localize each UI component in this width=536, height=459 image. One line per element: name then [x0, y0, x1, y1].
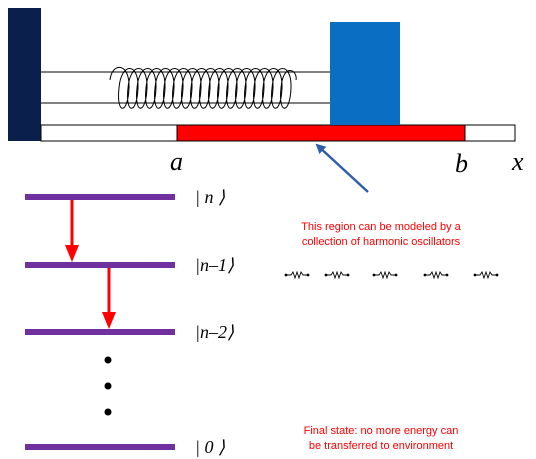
label-x: x: [511, 147, 524, 176]
label-a: a: [170, 147, 183, 176]
ellipsis-dot: [104, 408, 112, 416]
transition-arrow-2: [102, 268, 116, 329]
level-bar-n-minus-1: [25, 262, 175, 268]
oscillator-spring-icon: [473, 270, 499, 280]
oscillator-spring-icon: [324, 270, 350, 280]
oscillator-spring-icon: [423, 270, 449, 280]
level-label-n: | n ⟩: [195, 187, 225, 207]
mass-block: [330, 22, 400, 125]
oscillator-spring-icon: [372, 270, 398, 280]
level-label-n-minus-1: |n–1⟩: [195, 255, 234, 275]
pointer-arrow: [315, 143, 369, 193]
transition-arrow-1: [65, 200, 79, 262]
oscillator-annotation: This region can be modeled by a collecti…: [270, 220, 492, 250]
region-ab: [176, 124, 466, 142]
label-b: b: [455, 149, 468, 178]
level-bar-n-minus-2: [25, 329, 175, 335]
oscillator-spring-icon: [284, 270, 310, 280]
wall: [8, 8, 41, 141]
level-bar-n: [25, 194, 175, 200]
oscillator-annotation-line2: collection of harmonic oscillators: [301, 236, 461, 248]
oscillator-annotation-line1: This region can be modeled by a: [301, 221, 461, 233]
ellipsis-dot: [104, 382, 112, 390]
level-bar-0: [25, 444, 175, 450]
final-state-annotation-line2: be transferred to environment: [308, 440, 454, 452]
level-label-n-minus-2: |n–2⟩: [195, 322, 234, 342]
level-label-0: | 0 ⟩: [195, 437, 225, 457]
final-state-annotation: Final state: no more energy can be trans…: [270, 424, 492, 454]
ellipsis-dot: [104, 356, 112, 364]
final-state-annotation-line1: Final state: no more energy can: [303, 425, 459, 437]
spring-coil: [109, 67, 297, 109]
